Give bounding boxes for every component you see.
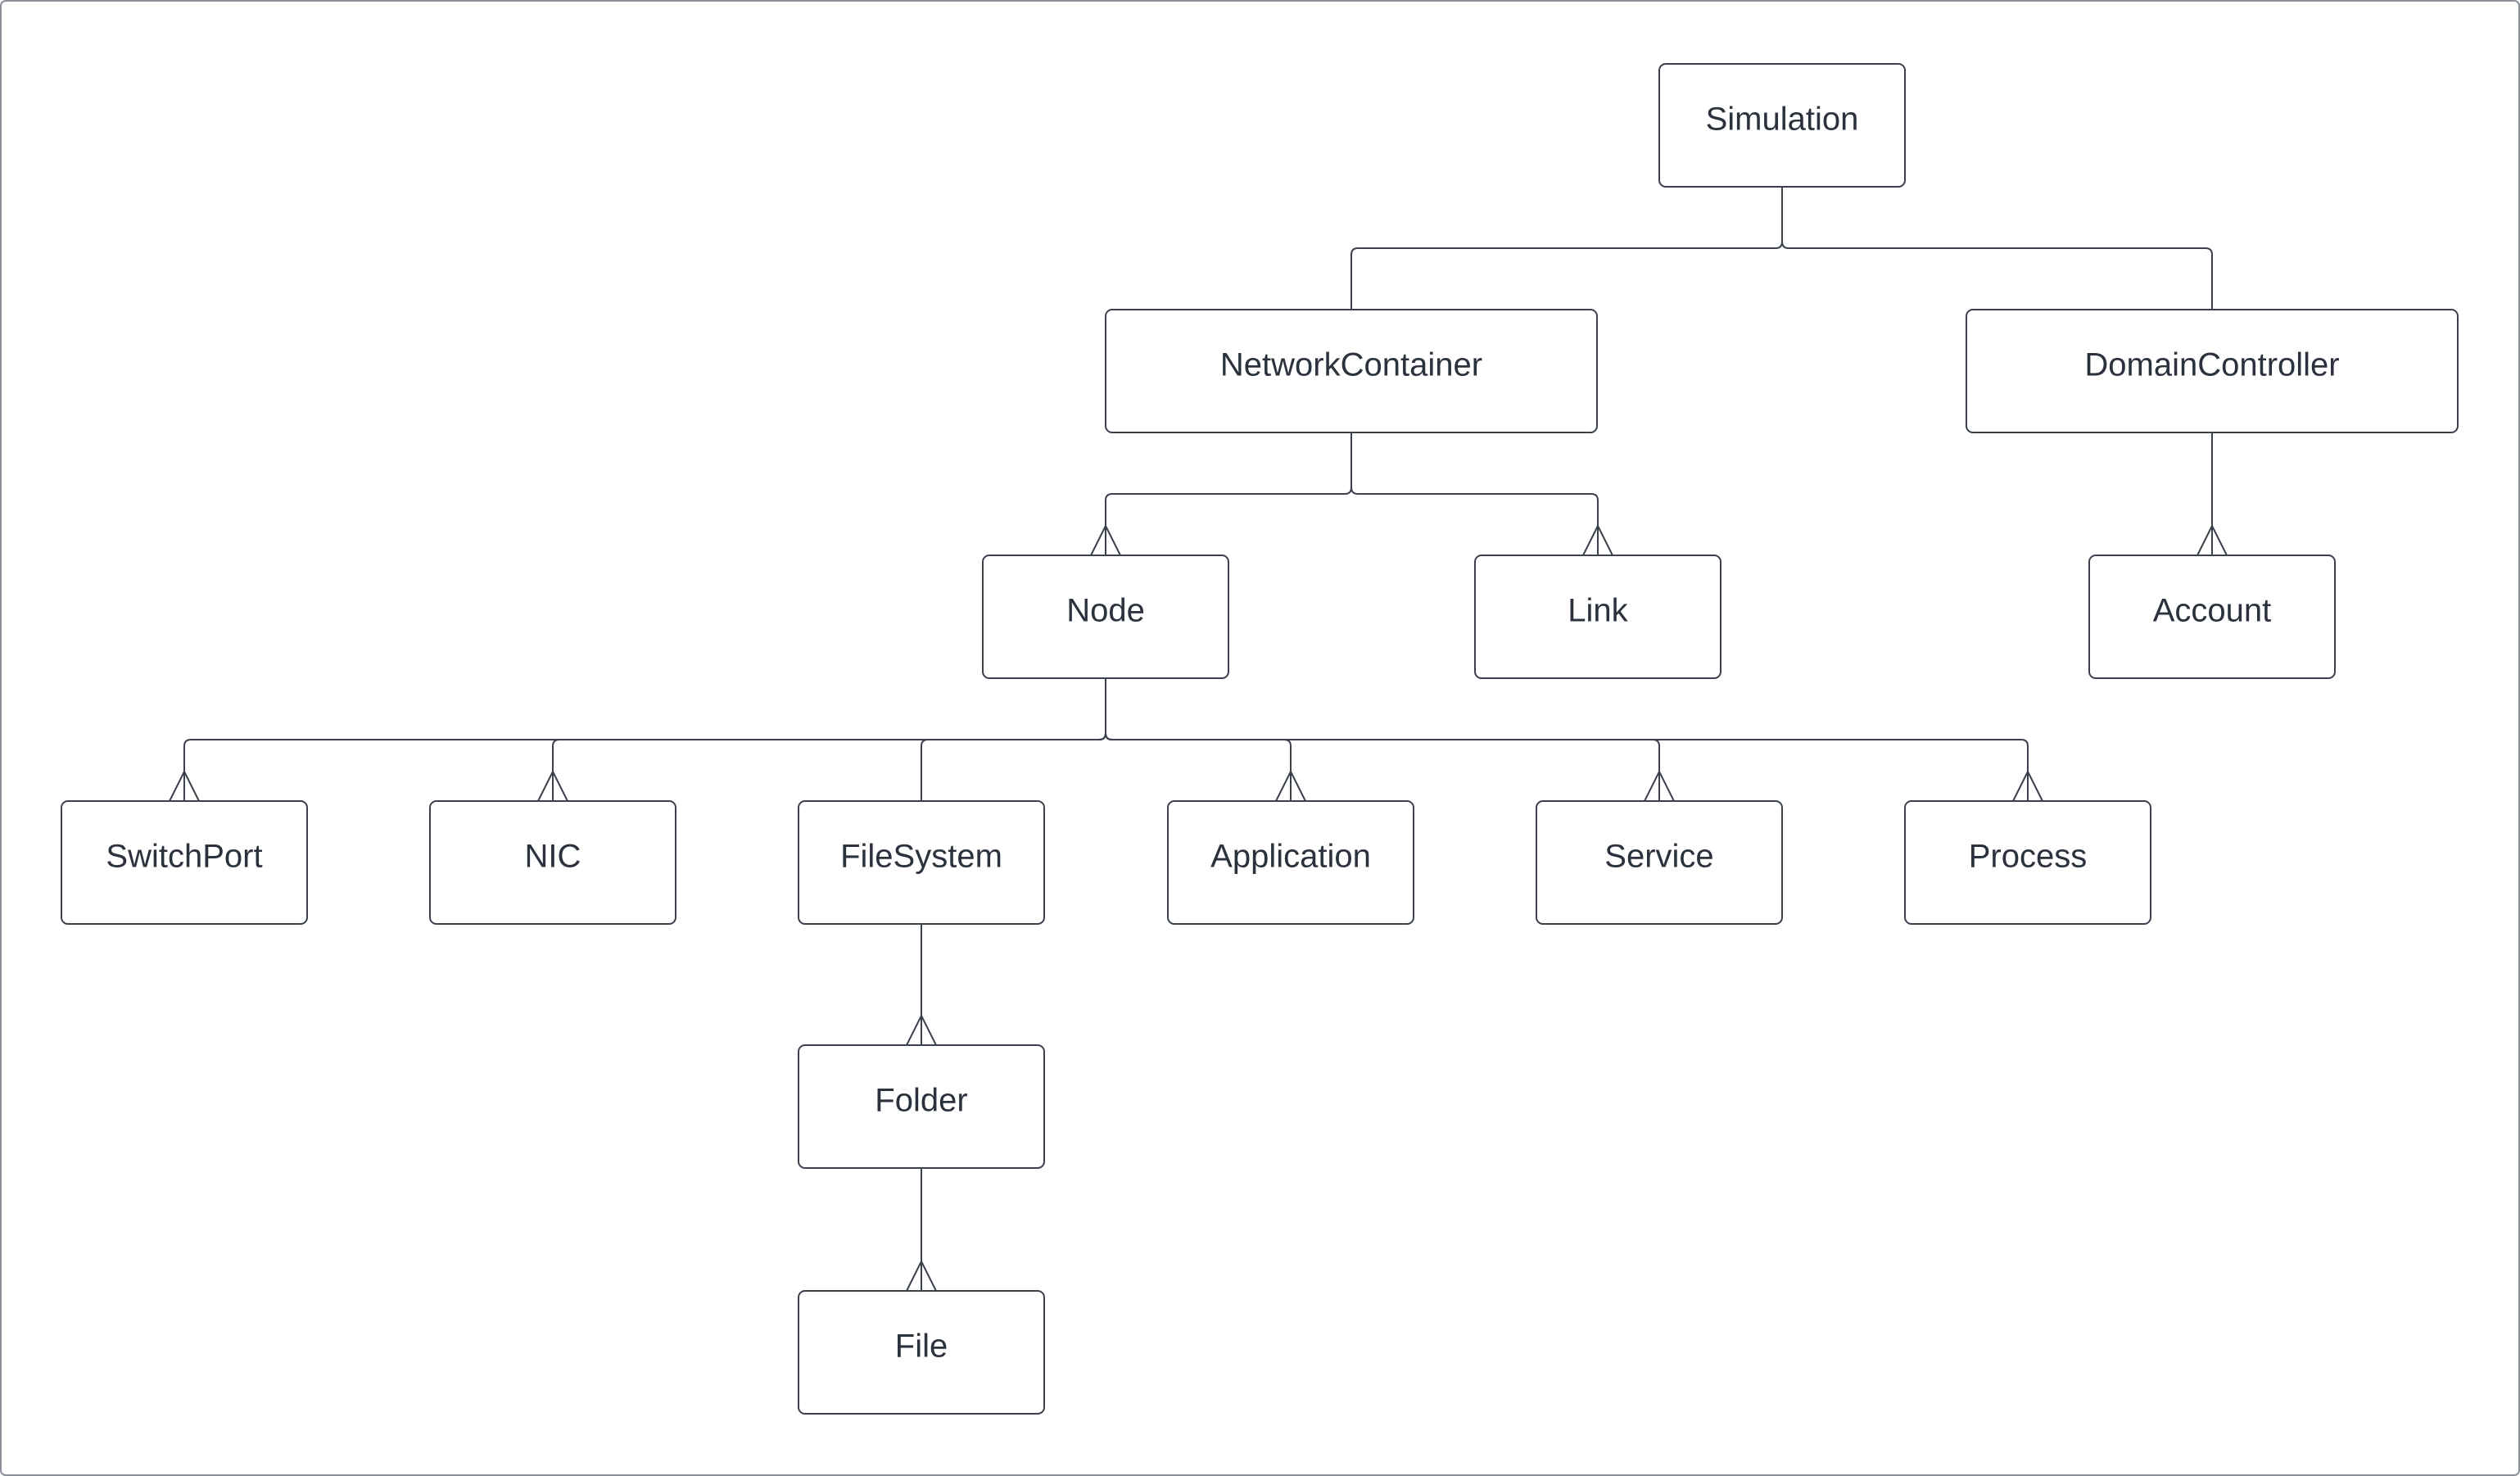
entity-folder[interactable]: Folder [798, 1044, 1045, 1169]
entity-account[interactable]: Account [2088, 555, 2336, 679]
entity-nic[interactable]: NIC [429, 800, 676, 925]
entity-process[interactable]: Process [1904, 800, 2151, 925]
entity-box-application[interactable] [1167, 800, 1414, 925]
entity-box-simulation[interactable] [1658, 63, 1906, 188]
entity-node[interactable]: Node [982, 555, 1229, 679]
entity-label-link: Link [1568, 593, 1628, 629]
crowfoot-link [1582, 523, 1613, 556]
crowfoot-folder [906, 1013, 937, 1046]
entity-box-link[interactable] [1474, 555, 1721, 679]
entity-label-domaincontroller: DomainController [2084, 347, 2339, 383]
entity-label-filesystem: FileSystem [840, 839, 1002, 875]
entity-box-switchport[interactable] [61, 800, 308, 925]
connector-layer [169, 187, 2228, 1292]
entity-label-nic: NIC [525, 839, 581, 875]
crowfoot-file [906, 1259, 937, 1292]
entity-box-file[interactable] [798, 1290, 1045, 1415]
entity-box-process[interactable] [1904, 800, 2151, 925]
entity-label-service: Service [1604, 839, 1713, 875]
crowfoot-node [1090, 523, 1121, 556]
entity-box-domaincontroller[interactable] [1966, 309, 2459, 433]
entity-application[interactable]: Application [1167, 800, 1414, 925]
crowfoot-application [1275, 769, 1306, 802]
entity-label-networkcontainer: NetworkContainer [1220, 347, 1482, 383]
entity-box-account[interactable] [2088, 555, 2336, 679]
entity-box-networkcontainer[interactable] [1105, 309, 1598, 433]
entity-label-file: File [895, 1329, 948, 1365]
entity-service[interactable]: Service [1536, 800, 1783, 925]
entity-domaincontroller[interactable]: DomainController [1966, 309, 2459, 433]
entity-link[interactable]: Link [1474, 555, 1721, 679]
entity-label-node: Node [1066, 593, 1145, 629]
connector-node-to-process [1105, 678, 2029, 801]
entity-simulation[interactable]: Simulation [1658, 63, 1906, 188]
crowfoot-service [1644, 769, 1675, 802]
entity-box-filesystem[interactable] [798, 800, 1045, 925]
entity-box-folder[interactable] [798, 1044, 1045, 1169]
entity-label-application: Application [1210, 839, 1371, 875]
crowfoot-account [2197, 523, 2228, 556]
entity-box-service[interactable] [1536, 800, 1783, 925]
entity-filesystem[interactable]: FileSystem [798, 800, 1045, 925]
entity-label-switchport: SwitchPort [106, 839, 262, 875]
crowfoot-nic [537, 769, 568, 802]
entity-networkcontainer[interactable]: NetworkContainer [1105, 309, 1598, 433]
entity-label-process: Process [1969, 839, 2088, 875]
crowfoot-process [2012, 769, 2043, 802]
entity-box-nic[interactable] [429, 800, 676, 925]
connector-networkcontainer-to-link [1350, 432, 1599, 555]
entity-label-folder: Folder [875, 1083, 967, 1119]
entity-switchport[interactable]: SwitchPort [61, 800, 308, 925]
entity-label-account: Account [2153, 593, 2272, 629]
connector-simulation-to-domaincontroller [1781, 187, 2213, 310]
entity-box-node[interactable] [982, 555, 1229, 679]
entity-label-simulation: Simulation [1706, 102, 1859, 138]
crowfoot-switchport [169, 769, 200, 802]
entity-file[interactable]: File [798, 1290, 1045, 1415]
